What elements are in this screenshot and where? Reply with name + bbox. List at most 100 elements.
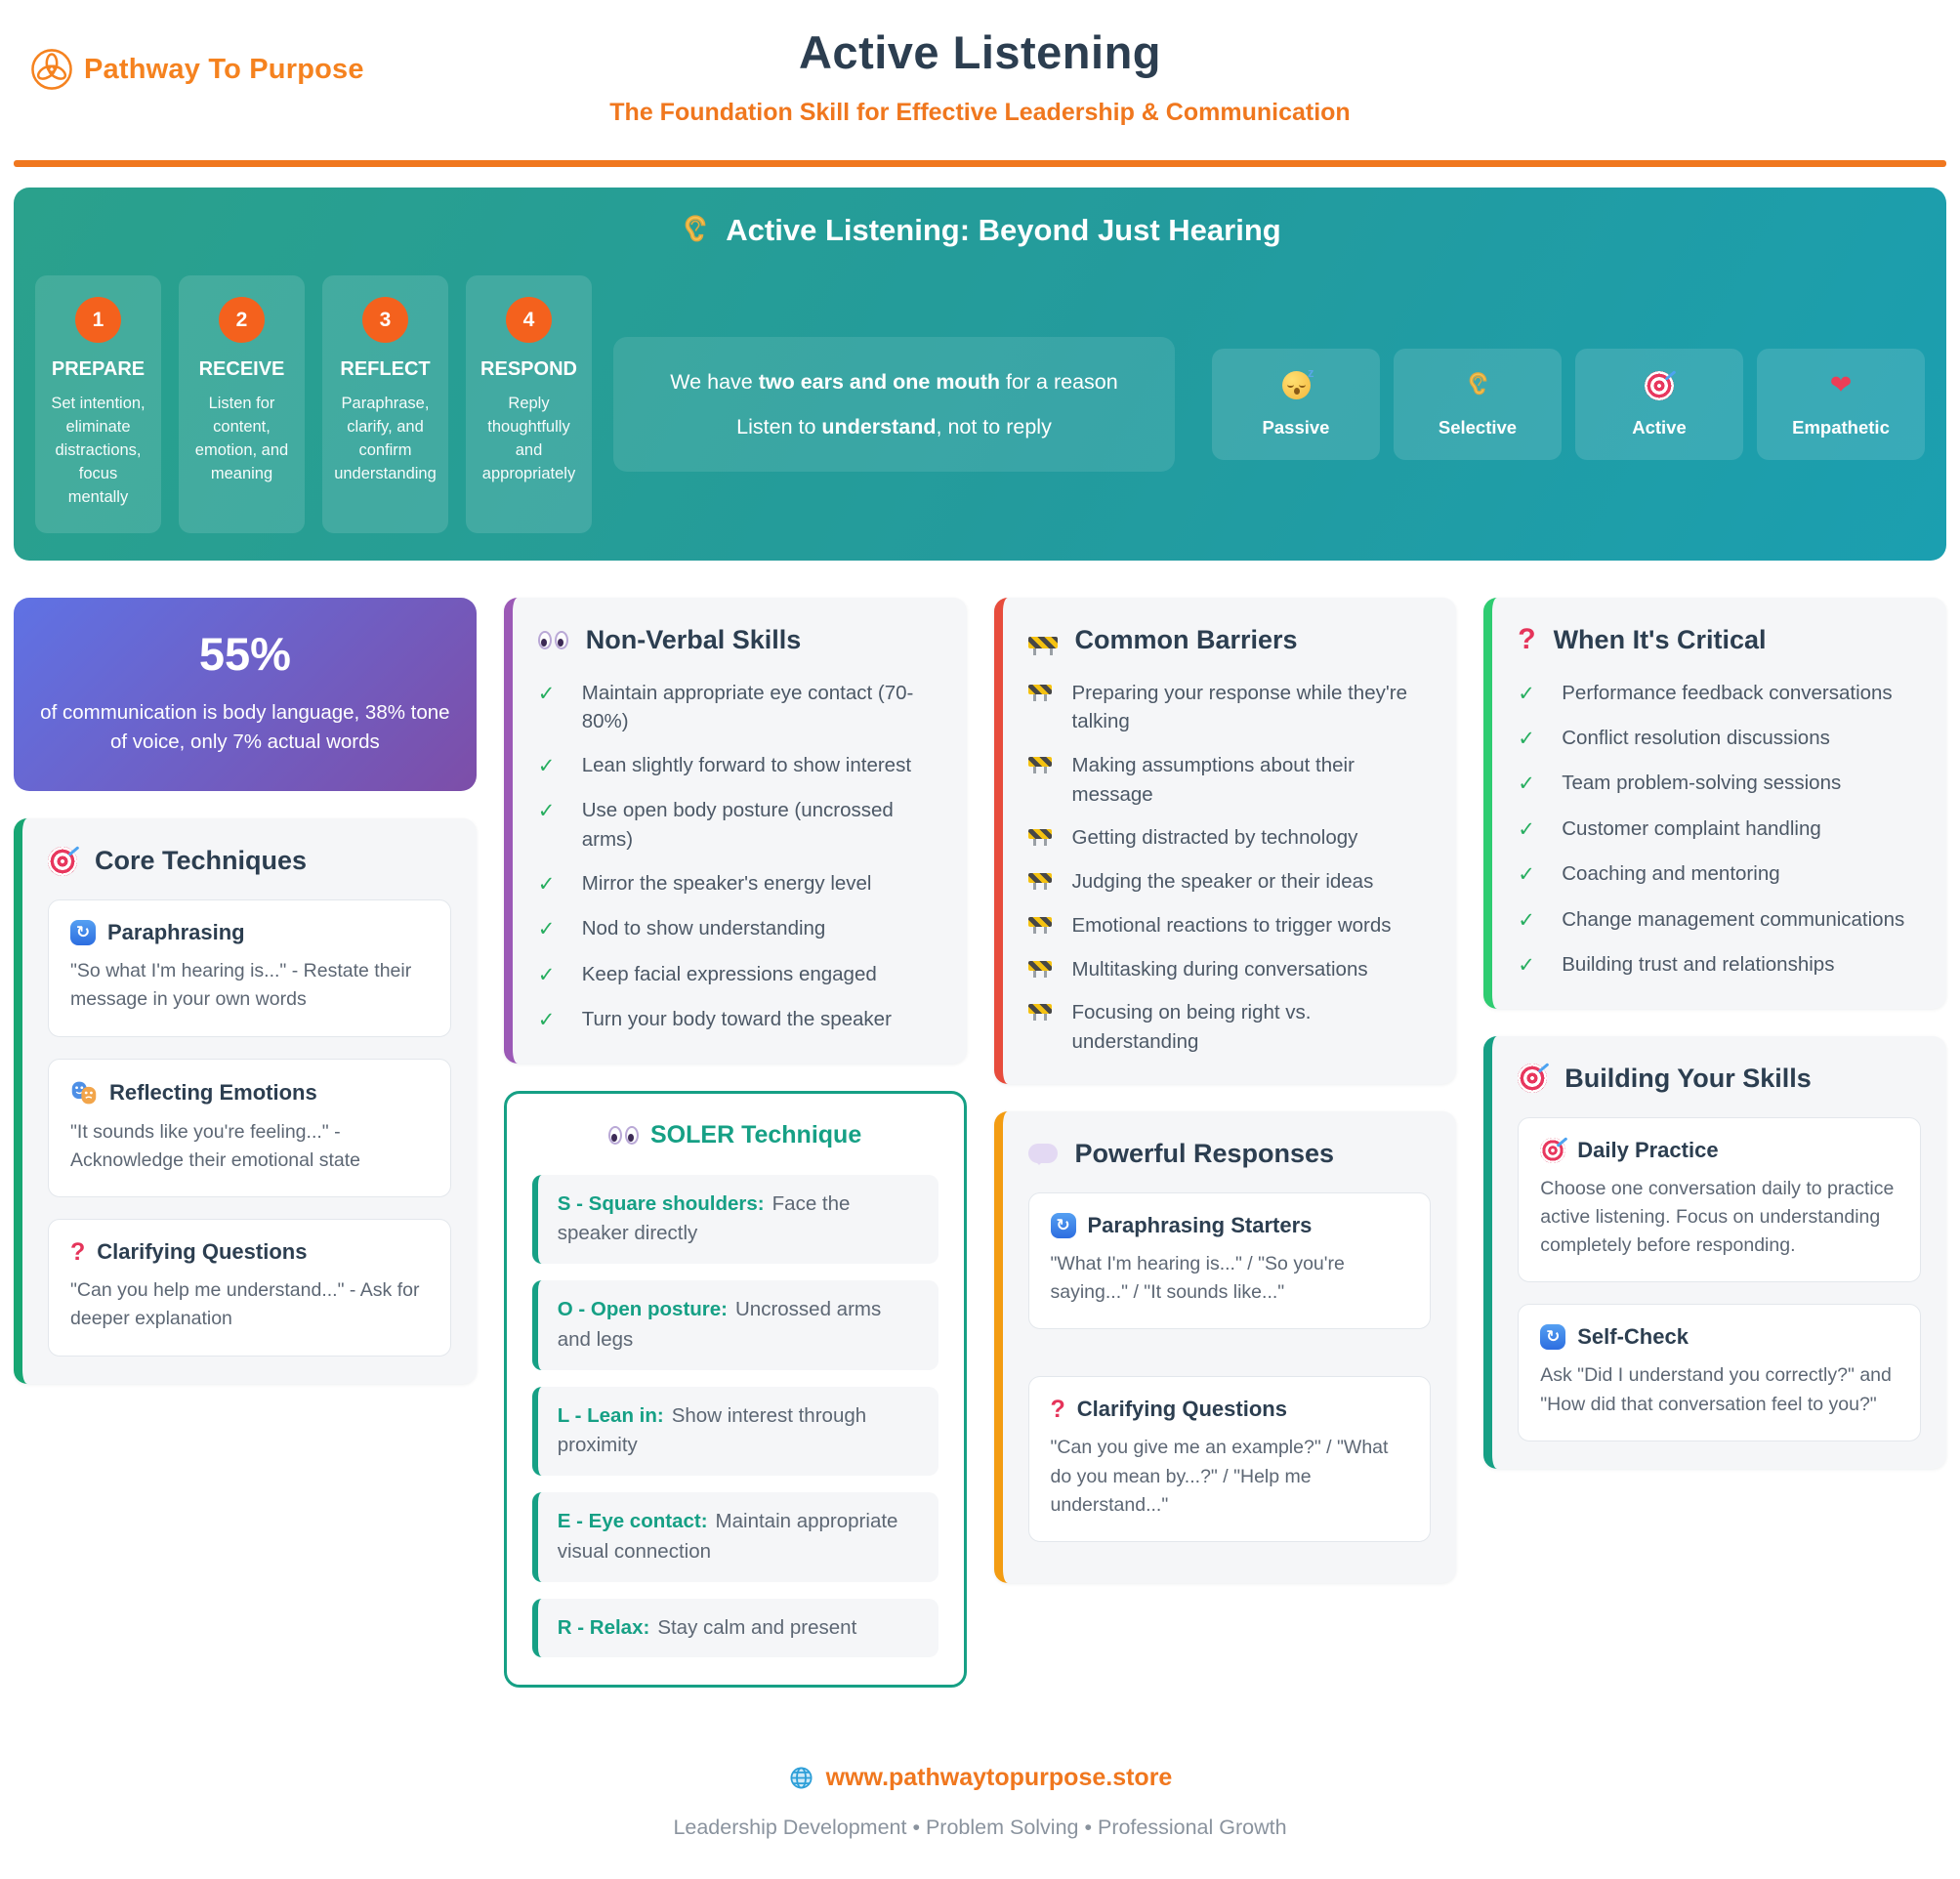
target-icon — [1540, 1137, 1566, 1163]
repeat-icon: ↻ — [70, 920, 96, 946]
checklist-item-text: Mirror the speaker's energy level — [581, 871, 872, 895]
skill-daily-practice: Daily Practice Choose one conversation d… — [1518, 1116, 1921, 1283]
eyes-icon — [537, 630, 568, 649]
stat-value: 55% — [198, 627, 291, 680]
barrier-item-text: Preparing your response while they're ta… — [1071, 681, 1408, 733]
step-label: RECEIVE — [198, 358, 285, 380]
barrier-item: Making assumptions about their message — [1027, 751, 1432, 809]
question-mark-icon: ? — [1050, 1395, 1065, 1423]
check-icon: ✓ — [1518, 863, 1535, 887]
non-verbal-skills-card: Non-Verbal Skills ✓ Maintain appropriate… — [503, 597, 967, 1064]
barrier-item: Multitasking during conversations — [1027, 955, 1432, 984]
type-label: Passive — [1262, 416, 1330, 438]
check-icon: ✓ — [537, 918, 556, 941]
checklist-item-text: Turn your body toward the speaker — [581, 1008, 892, 1031]
target-icon — [1645, 370, 1674, 400]
sub-card-title: Paraphrasing Starters — [1087, 1212, 1313, 1237]
non-verbal-checklist: ✓ Maintain appropriate eye contact (70-8… — [538, 679, 941, 1036]
footer: www.pathwaytopurpose.store Leadership De… — [14, 1764, 1946, 1840]
technique-paraphrasing: ↻ Paraphrasing "So what I'm hearing is..… — [48, 899, 451, 1037]
barrier-item: Judging the speaker or their ideas — [1027, 867, 1432, 897]
barriers-list: Preparing your response while they're ta… — [1027, 679, 1432, 1057]
check-icon: ✓ — [537, 682, 556, 705]
theater-masks-icon — [71, 1081, 97, 1104]
repeat-icon: ↻ — [1540, 1324, 1566, 1351]
checklist-item: ✓ Performance feedback conversations — [1518, 679, 1921, 709]
sub-card-description: "So what I'm hearing is..." - Restate th… — [70, 960, 412, 1011]
listening-steps: 1 PREPARE Set intention, eliminate distr… — [35, 275, 592, 533]
soler-items: S - Square shoulders:Face the speaker di… — [531, 1174, 938, 1658]
soler-item-description: Stay calm and present — [657, 1615, 857, 1639]
powerful-responses-card: Powerful Responses ↻ Paraphrasing Starte… — [993, 1110, 1457, 1584]
listening-step-card: 3 REFLECT Paraphrase, clarify, and confi… — [322, 275, 448, 533]
sub-card-description: "Can you give me an example?" / "What do… — [1050, 1437, 1389, 1516]
technique-clarifying-questions: ? Clarifying Questions "Can you help me … — [48, 1219, 451, 1357]
barrier-item: Preparing your response while they're ta… — [1027, 679, 1432, 736]
sub-card-title: Self-Check — [1577, 1324, 1689, 1350]
construction-barrier-icon — [1027, 829, 1052, 847]
step-number-badge: 1 — [75, 297, 121, 343]
sub-card-title: Daily Practice — [1577, 1137, 1719, 1162]
soler-item-label: S - Square shoulders: — [557, 1191, 765, 1215]
checklist-item: ✓ Coaching and mentoring — [1518, 859, 1921, 890]
page-title: Active Listening — [798, 26, 1161, 78]
soler-item-description: Show interest through proximity — [557, 1403, 867, 1457]
sub-card-description: Choose one conversation daily to practic… — [1540, 1177, 1895, 1257]
checklist-item: ✓ Turn your body toward the speaker — [538, 1005, 941, 1035]
checklist-item: ✓ Customer complaint handling — [1518, 814, 1921, 845]
brand-name: Pathway To Purpose — [84, 53, 364, 85]
checklist-item: ✓ Mirror the speaker's energy level — [538, 869, 941, 899]
website-link[interactable]: www.pathwaytopurpose.store — [788, 1764, 1172, 1792]
card-title: Common Barriers — [1074, 624, 1298, 654]
sub-card-title: Clarifying Questions — [97, 1239, 308, 1265]
banner-title-text: Active Listening: Beyond Just Hearing — [726, 213, 1281, 247]
quote-text: We have — [670, 369, 759, 394]
construction-barrier-icon — [1027, 636, 1058, 655]
page-subtitle: The Foundation Skill for Effective Leade… — [609, 99, 1351, 126]
check-icon: ✓ — [537, 755, 556, 778]
critical-checklist: ✓ Performance feedback conversations ✓ C… — [1518, 679, 1921, 981]
sleeping-face-icon: z — [1281, 365, 1314, 400]
header: Pathway To Purpose Active Listening The … — [14, 0, 1946, 167]
banner-title: Active Listening: Beyond Just Hearing — [35, 213, 1925, 248]
listening-type-selective: Selective — [1394, 348, 1562, 460]
type-label: Empathetic — [1792, 416, 1890, 438]
target-icon — [48, 846, 77, 876]
check-icon: ✓ — [537, 872, 556, 896]
stat-description: of communication is body language, 38% t… — [40, 700, 450, 754]
repeat-icon: ↻ — [1050, 1212, 1076, 1238]
building-skills-card: Building Your Skills Daily Practice Choo… — [1483, 1035, 1946, 1469]
checklist-item: ✓ Keep facial expressions engaged — [538, 960, 941, 990]
brand-logo: Pathway To Purpose — [29, 47, 364, 92]
soler-item: R - Relax:Stay calm and present — [531, 1598, 938, 1658]
sub-card-title: Reflecting Emotions — [109, 1079, 317, 1105]
step-description: Reply thoughtfully and appropriately — [481, 395, 576, 482]
quote-text: , not to reply — [936, 414, 1052, 438]
speech-bubble-icon — [1027, 1144, 1058, 1166]
core-techniques-card: Core Techniques ↻ Paraphrasing "So what … — [14, 818, 477, 1384]
quote-bold: understand — [821, 414, 937, 438]
response-clarifying-questions: ? Clarifying Questions "Can you give me … — [1027, 1376, 1432, 1543]
checklist-item-text: Nod to show understanding — [581, 917, 826, 940]
checklist-item-text: Performance feedback conversations — [1562, 681, 1893, 704]
checklist-item-text: Customer complaint handling — [1562, 816, 1821, 840]
question-mark-icon: ? — [1518, 623, 1536, 656]
checklist-item-text: Keep facial expressions engaged — [581, 962, 877, 985]
heart-icon: ❤ — [1829, 370, 1853, 400]
checklist-item: ✓ Nod to show understanding — [538, 914, 941, 944]
listening-step-card: 2 RECEIVE Listen for content, emotion, a… — [179, 275, 305, 533]
barrier-item: Emotional reactions to trigger words — [1027, 911, 1432, 940]
checklist-item: ✓ Maintain appropriate eye contact (70-8… — [538, 679, 941, 736]
globe-icon — [790, 1767, 813, 1789]
checklist-item-text: Team problem-solving sessions — [1562, 772, 1842, 795]
soler-item-description: Maintain appropriate visual connection — [557, 1510, 898, 1563]
construction-barrier-icon — [1027, 1004, 1052, 1022]
checklist-item-text: Change management communications — [1562, 907, 1905, 931]
step-label: PREPARE — [51, 358, 146, 380]
checklist-item-text: Coaching and mentoring — [1562, 862, 1780, 886]
card-title: Powerful Responses — [1074, 1138, 1335, 1168]
checklist-item: ✓ Use open body posture (uncrossed arms) — [538, 796, 941, 854]
ear-icon — [685, 215, 706, 242]
quote-text: Listen to — [736, 414, 822, 438]
